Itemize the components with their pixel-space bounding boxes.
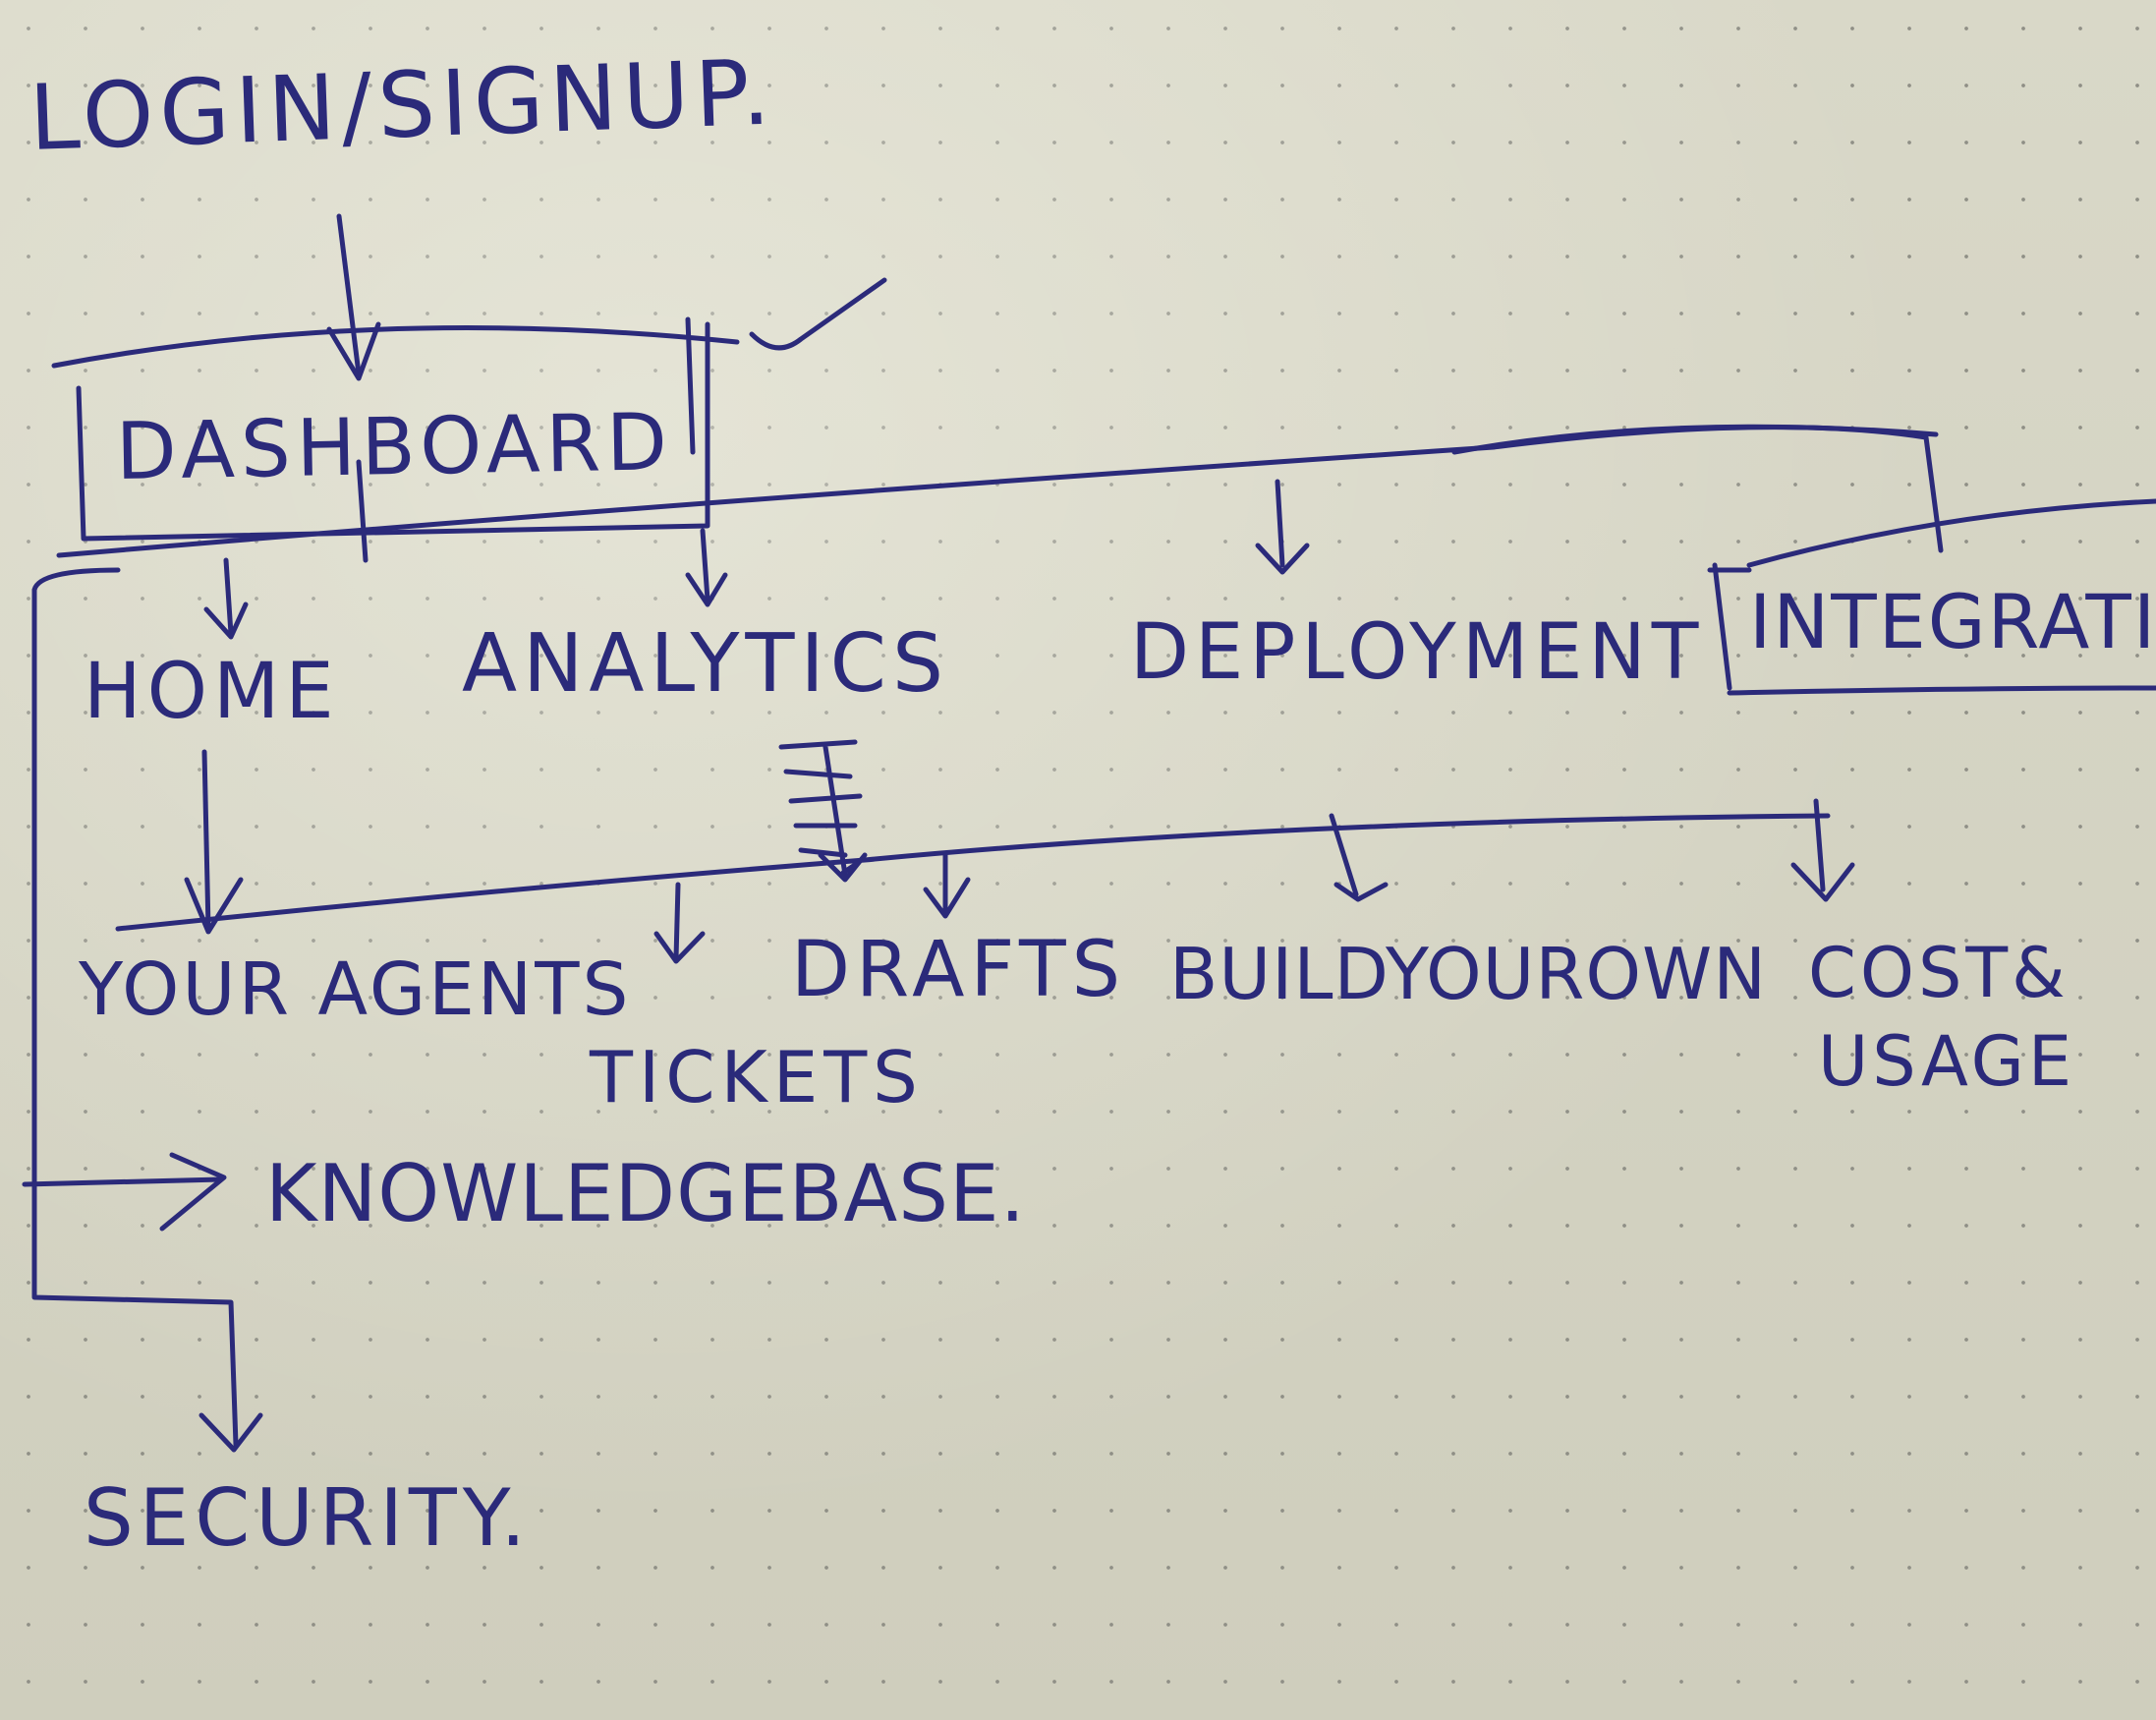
node-drafts: DRAFTS bbox=[791, 926, 1127, 1014]
arrowhead-drafts bbox=[923, 877, 971, 919]
node-cost-usage-line2: USAGE bbox=[1818, 1021, 2076, 1102]
branch-bus-upper bbox=[1451, 424, 1939, 455]
left-rail bbox=[31, 567, 239, 1448]
arrowhead-cost bbox=[1790, 862, 1855, 902]
arrowhead-drafts-2 bbox=[818, 852, 868, 883]
arrow-knowledge-base bbox=[22, 1176, 224, 1187]
arrowhead-build bbox=[1333, 882, 1389, 902]
arrowhead-dashboard bbox=[326, 321, 381, 381]
drop-deployment bbox=[1275, 479, 1285, 568]
drop-home-agents bbox=[201, 749, 211, 932]
drop-analytics bbox=[700, 528, 710, 602]
drop-build bbox=[1329, 813, 1359, 897]
node-security: SECURITY. bbox=[84, 1472, 532, 1564]
node-integrations: INTEGRATI bbox=[1749, 578, 2156, 665]
analytics-sub-bus bbox=[115, 813, 1831, 932]
node-analytics: ANALYTICS bbox=[462, 617, 949, 711]
drop-home bbox=[223, 557, 234, 637]
node-home: HOME bbox=[84, 648, 340, 736]
node-build-your-own: BUILDYOUROWN bbox=[1169, 933, 1768, 1015]
node-dashboard: DASHBOARD bbox=[115, 396, 674, 497]
dashboard-box bbox=[51, 316, 740, 542]
squiggle-analytics bbox=[778, 739, 863, 878]
drop-tickets bbox=[673, 882, 681, 961]
arrowhead-tickets bbox=[653, 931, 706, 964]
integrations-bracket bbox=[1707, 498, 2156, 696]
node-knowledge-base: KNOWLEDGEBASE. bbox=[265, 1148, 1026, 1239]
node-cost-usage-line1: COST& bbox=[1808, 933, 2070, 1013]
arrowhead-knowledge-base bbox=[159, 1152, 227, 1232]
arrowhead-deployment bbox=[1255, 543, 1310, 575]
arrowhead-your-agents bbox=[184, 877, 244, 935]
arrowhead-home bbox=[203, 602, 249, 640]
node-deployment: DEPLOYMENT bbox=[1130, 608, 1705, 697]
arrowhead-security bbox=[199, 1412, 263, 1453]
node-login-signup: LOGIN/SIGNUP. bbox=[28, 39, 778, 171]
arrow-login-to-dashboard bbox=[336, 213, 362, 376]
node-tickets: TICKETS bbox=[590, 1036, 924, 1118]
check-mark-icon bbox=[749, 277, 887, 351]
arrowhead-analytics bbox=[685, 572, 728, 607]
dashboard-underline bbox=[356, 459, 369, 563]
node-your-agents: YOUR AGENTS bbox=[79, 947, 632, 1032]
drop-cost bbox=[1813, 798, 1826, 892]
